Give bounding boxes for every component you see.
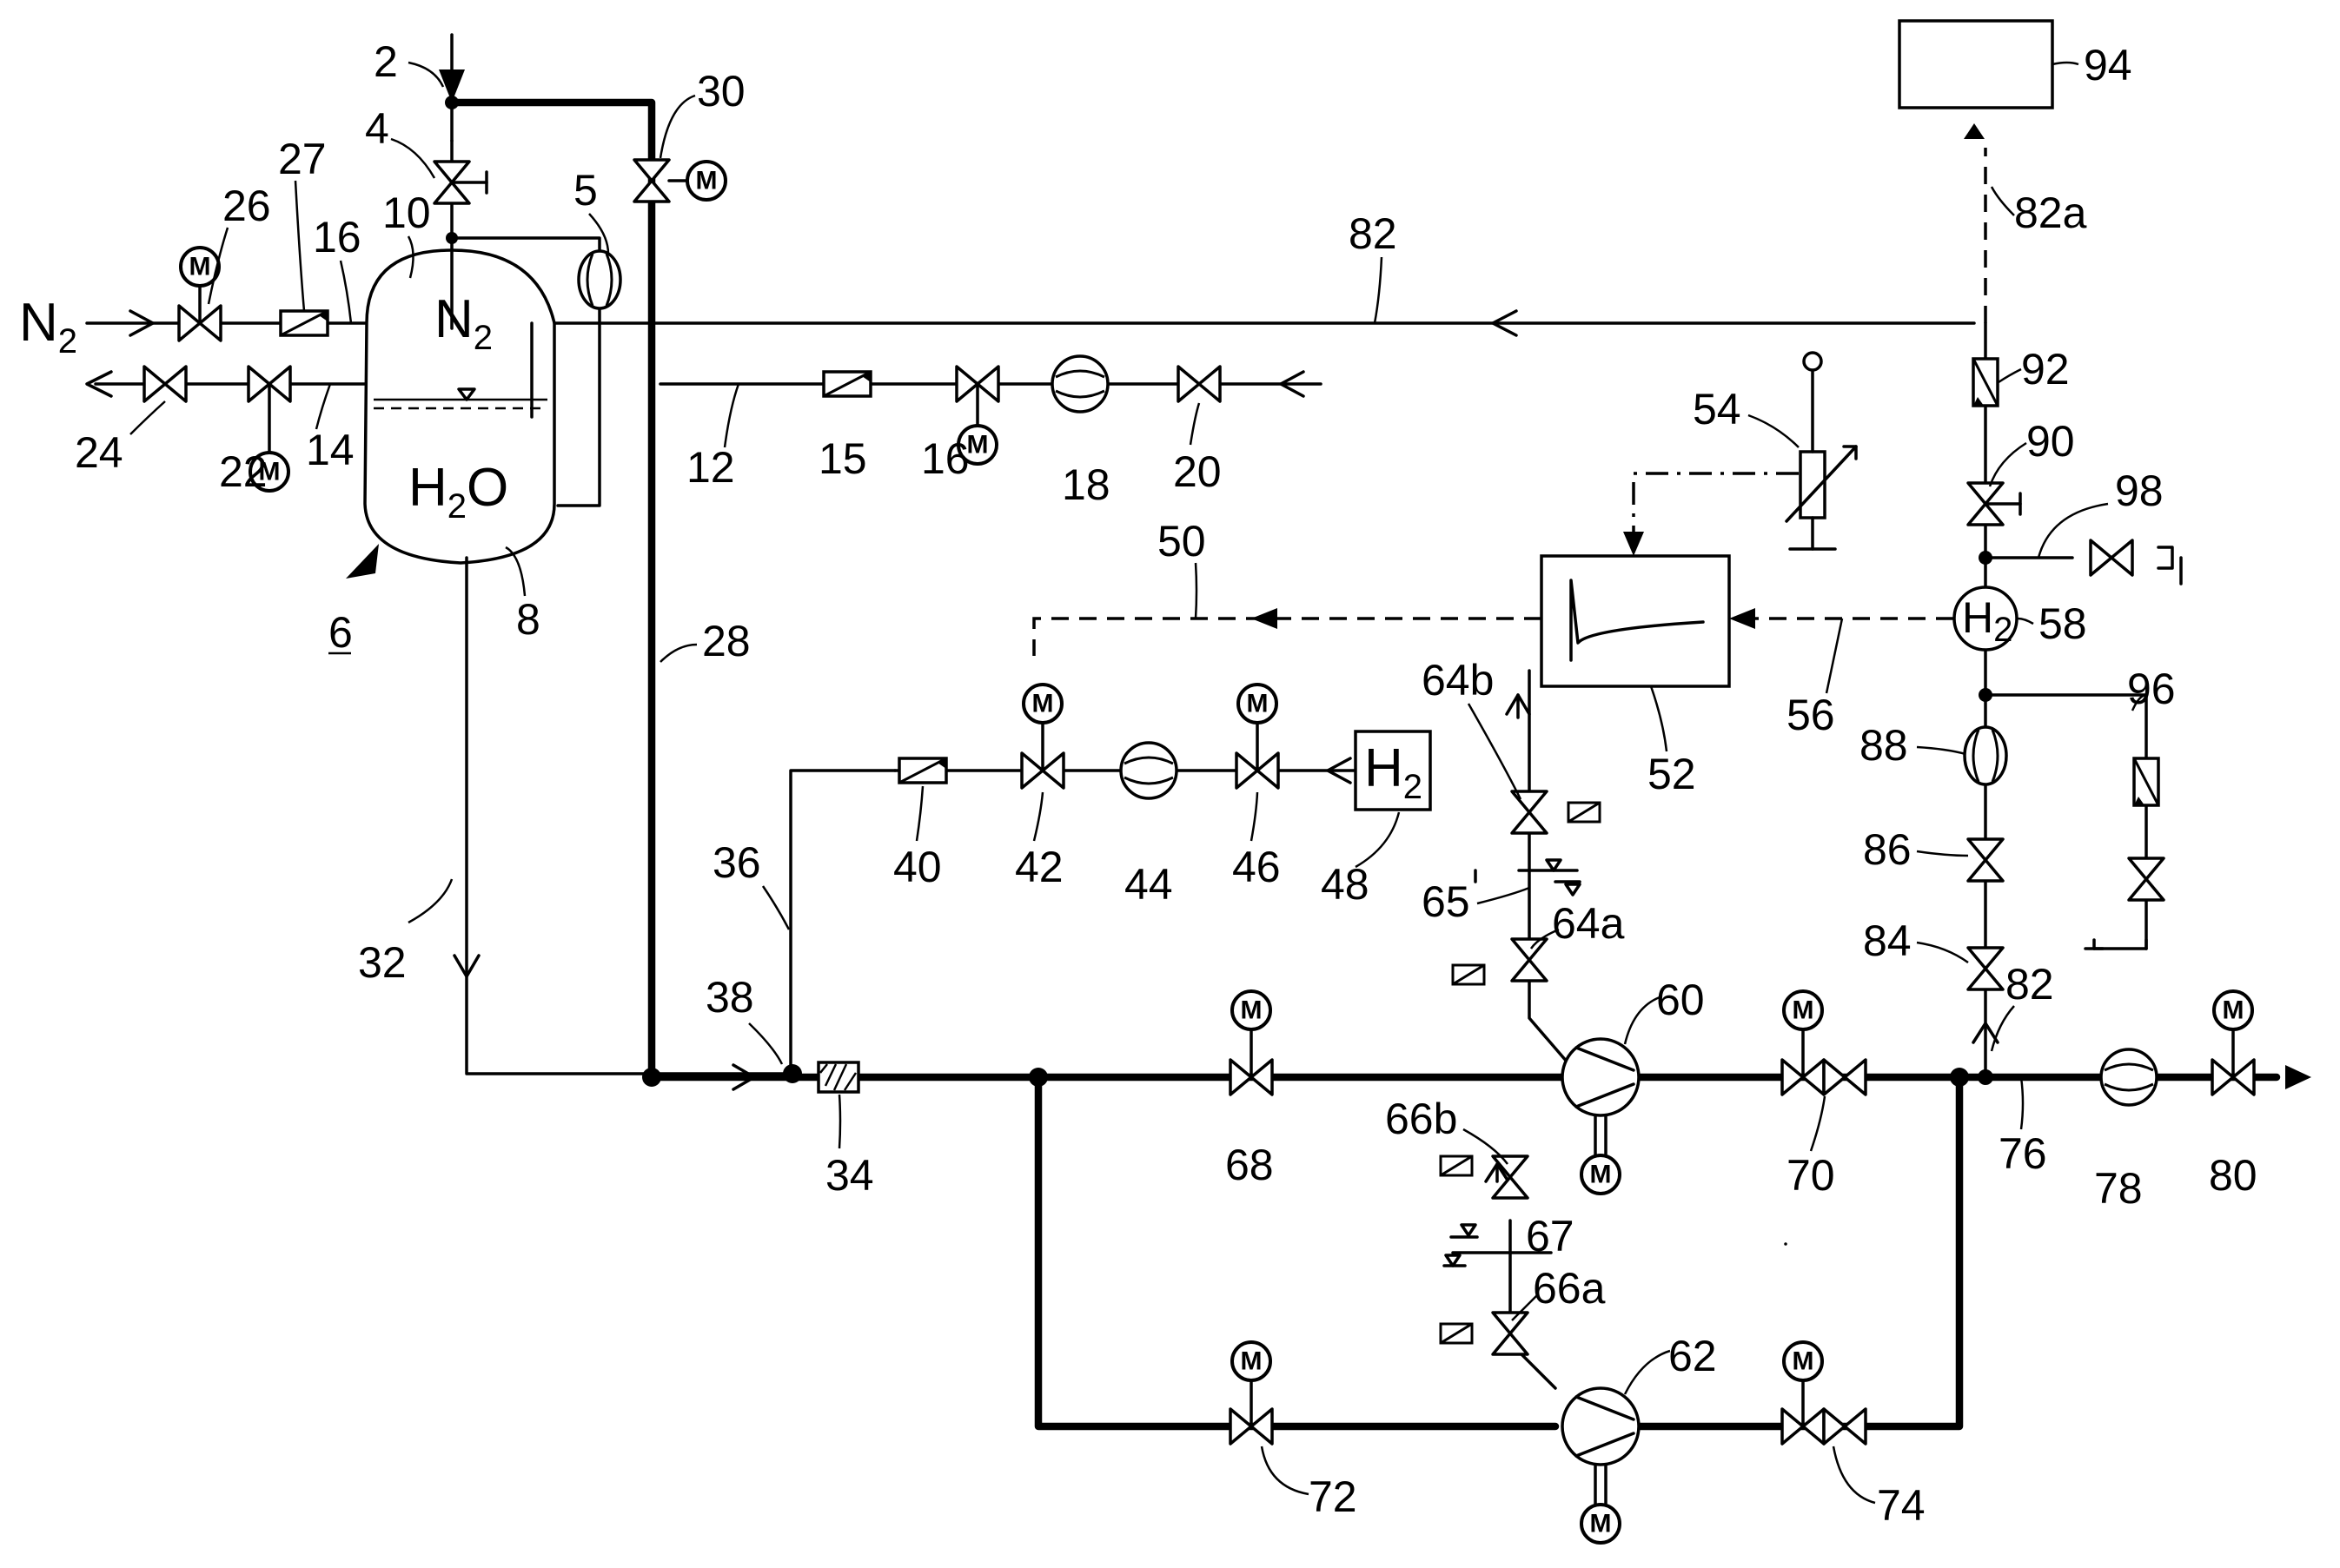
svg-text:20: 20 [1173, 447, 1222, 496]
svg-text:M: M [189, 253, 211, 281]
svg-text:30: 30 [697, 67, 746, 116]
svg-text:60: 60 [1656, 976, 1705, 1024]
svg-text:M: M [1793, 996, 1814, 1025]
svg-text:90: 90 [2026, 417, 2075, 466]
valves [144, 160, 2254, 1444]
svg-text:84: 84 [1863, 916, 1912, 965]
svg-text:M: M [1590, 1161, 1612, 1189]
svg-text:80: 80 [2209, 1151, 2257, 1200]
svg-text:M: M [1590, 1510, 1612, 1538]
storage-tank: N2 H2O [346, 250, 554, 579]
svg-text:82: 82 [2005, 960, 2054, 1009]
svg-text:46: 46 [1232, 843, 1281, 891]
svg-text:56: 56 [1786, 691, 1835, 739]
svg-text:68: 68 [1225, 1141, 1274, 1189]
svg-text:98: 98 [2115, 466, 2164, 515]
svg-text:14: 14 [306, 426, 355, 474]
svg-text:58: 58 [2038, 599, 2087, 648]
svg-text:50: 50 [1157, 517, 1206, 566]
svg-text:2: 2 [374, 37, 398, 86]
svg-text:5: 5 [573, 166, 598, 215]
junction-dots [445, 96, 1993, 1087]
svg-text:65: 65 [1422, 877, 1470, 926]
svg-text:40: 40 [893, 843, 942, 891]
svg-text:M: M [1247, 690, 1269, 718]
svg-text:10: 10 [382, 189, 431, 237]
svg-text:16: 16 [921, 434, 970, 483]
svg-text:72: 72 [1309, 1472, 1357, 1521]
svg-text:64a: 64a [1552, 899, 1625, 948]
svg-text:36: 36 [713, 838, 761, 887]
svg-text:38: 38 [706, 973, 754, 1022]
svg-text:52: 52 [1647, 750, 1696, 798]
svg-text:4: 4 [365, 104, 389, 153]
svg-text:M: M [967, 431, 989, 460]
tank-n2-text: N2 [434, 289, 493, 357]
svg-text:15: 15 [819, 434, 867, 483]
svg-text:70: 70 [1786, 1151, 1835, 1200]
svg-text:76: 76 [1999, 1129, 2047, 1178]
svg-text:54: 54 [1693, 385, 1741, 433]
svg-text:67: 67 [1526, 1212, 1574, 1260]
svg-text:26: 26 [222, 182, 271, 230]
svg-text:22: 22 [219, 447, 268, 496]
svg-text:24: 24 [75, 428, 123, 477]
svg-text:88: 88 [1859, 721, 1908, 770]
svg-text:66a: 66a [1533, 1264, 1606, 1313]
svg-text:8: 8 [516, 595, 540, 644]
svg-text:82: 82 [1349, 209, 1397, 258]
svg-text:16: 16 [313, 213, 361, 261]
inlet-n2-label: N2 [19, 293, 77, 361]
svg-text:64b: 64b [1422, 656, 1494, 705]
svg-text:28: 28 [702, 617, 751, 665]
svg-text:12: 12 [686, 443, 735, 492]
svg-text:M: M [1032, 690, 1054, 718]
tank-h2o-text: H2O [408, 458, 508, 526]
svg-text:62: 62 [1668, 1332, 1717, 1380]
svg-text:86: 86 [1863, 825, 1912, 874]
svg-text:M: M [696, 167, 718, 195]
svg-text:32: 32 [358, 938, 407, 987]
svg-text:M: M [1241, 1347, 1263, 1376]
svg-text:94: 94 [2084, 41, 2132, 89]
svg-text:82a: 82a [2014, 189, 2087, 237]
svg-text:M: M [1241, 996, 1263, 1025]
svg-text:6: 6 [328, 608, 353, 657]
svg-text:42: 42 [1015, 843, 1064, 891]
svg-text:44: 44 [1124, 860, 1173, 909]
svg-text:92: 92 [2021, 345, 2070, 394]
signal-lines [1034, 148, 1985, 656]
svg-text:66b: 66b [1385, 1095, 1457, 1143]
svg-text:27: 27 [278, 135, 327, 183]
svg-text:74: 74 [1877, 1481, 1926, 1530]
svg-text:34: 34 [825, 1151, 874, 1200]
svg-text:48: 48 [1321, 860, 1369, 909]
svg-text:M: M [2223, 996, 2244, 1025]
svg-text:18: 18 [1062, 460, 1110, 509]
svg-text:78: 78 [2094, 1164, 2143, 1213]
svg-text:M: M [1793, 1347, 1814, 1376]
